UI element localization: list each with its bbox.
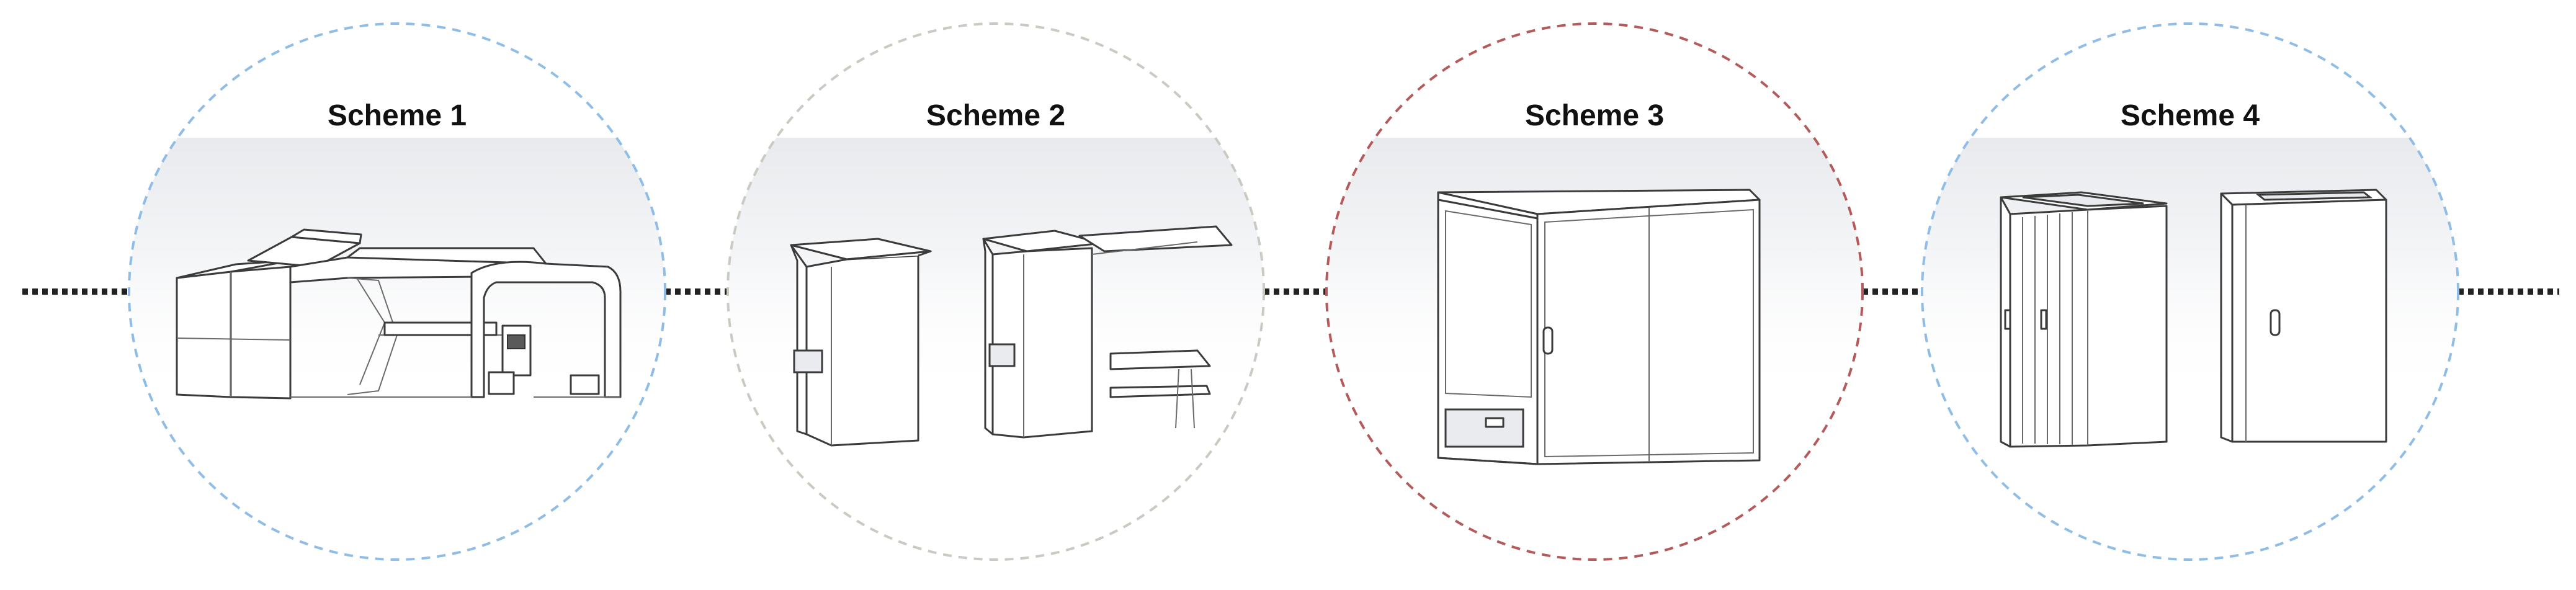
scheme-3-sketch (1437, 189, 1761, 465)
scheme-3-ring (1325, 22, 1864, 561)
scheme-1-title: Scheme 1 (328, 99, 467, 132)
scheme-2-group: Scheme 2 (727, 22, 1265, 561)
scheme-4-title: Scheme 4 (2121, 99, 2260, 132)
scheme-3-group: Scheme 3 (1325, 22, 1864, 561)
scheme-4-group: Scheme 4 (1921, 22, 2459, 561)
scheme-1-ring (128, 22, 666, 561)
scheme-2-sketch (790, 225, 1233, 447)
scheme-2-title: Scheme 2 (926, 99, 1065, 132)
scheme-1-group: Scheme 1 (128, 22, 666, 561)
scheme-4-sketch (2000, 189, 2387, 448)
scheme-4-ring (1921, 22, 2459, 561)
scheme-2-ring (727, 22, 1265, 561)
scheme-1-sketch (176, 228, 622, 400)
scheme-3-title: Scheme 3 (1525, 99, 1664, 132)
